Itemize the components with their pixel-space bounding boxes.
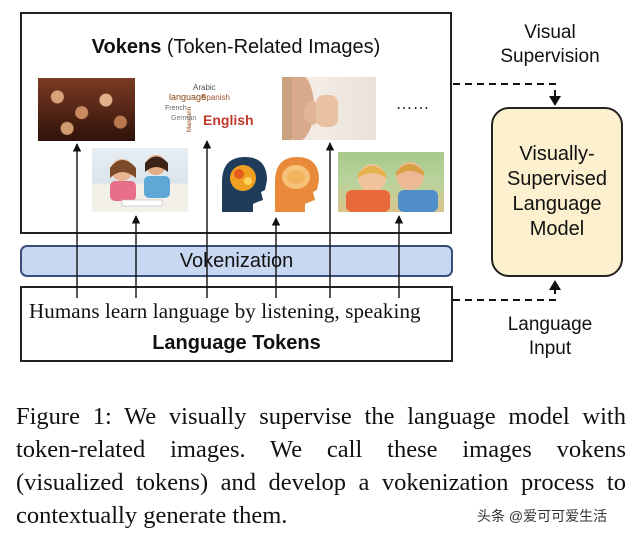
child-learning-image [92,148,188,212]
figure-caption: Figure 1: We visually supervise the lang… [16,403,626,529]
token-sentence: Humans learn language by listening, spea… [29,299,421,323]
language-tokens-box [20,286,453,362]
ear-listening-image [282,77,376,140]
children-whispering-image [338,152,444,212]
arrow-language-input [453,286,556,301]
wordcloud-image: Arabic Spanish language French English M… [163,80,254,137]
wordcloud-word: German [171,115,196,122]
language-model-box: Visually-Supervised Language Model [491,107,623,277]
wordcloud-word: Mandarin [187,107,193,132]
ellipsis: …… [396,96,430,113]
visual-supervision-label: Visual Supervision [500,22,600,67]
arrowhead-visual [549,96,561,106]
wordcloud-word: English [203,112,254,128]
watermark: 头条 @爱可可爱生活 [477,508,608,524]
wordcloud-word: French [165,105,187,112]
wordcloud-word: language [169,92,206,102]
language-tokens-label: Language Tokens [152,332,321,354]
vokens-title: Vokens (Token-Related Images) [20,36,452,59]
brain-heads-image [217,152,322,215]
wordcloud-word: Spanish [201,93,230,102]
arrowhead-input [549,280,561,290]
vokens-title-rest: (Token-Related Images) [161,36,381,58]
vokens-title-bold: Vokens [91,36,162,58]
arrow-visual-supervision [453,83,556,100]
vokenization-bar: Vokenization [20,245,453,277]
language-input-label: Language Input [507,314,593,359]
language-model-label: Visually-Supervised Language Model [506,143,608,240]
crowd-image [38,78,135,141]
wordcloud-word: Arabic [193,83,216,92]
